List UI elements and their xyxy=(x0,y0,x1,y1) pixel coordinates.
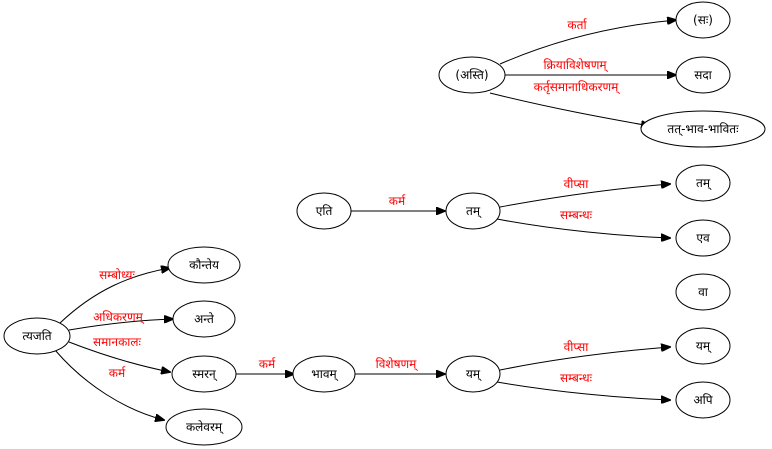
node-label: (अस्ति) xyxy=(455,68,488,82)
edge-line xyxy=(68,319,173,331)
node-label: यम् xyxy=(466,367,482,382)
node-tyajati: त्यजति xyxy=(3,317,71,355)
node-label: अपि xyxy=(693,393,712,407)
node-tam: तम् xyxy=(445,192,501,230)
edge-asti-tat: कर्तृसमानाधिकरणम् xyxy=(489,80,650,126)
edge-asti-sada: क्रियाविशेषणम् xyxy=(505,58,676,75)
edge-label-karta: कर्ता xyxy=(567,18,587,32)
edge-tyajati-kaunteya: सम्बोध्यः xyxy=(59,268,170,324)
edge-label-kartrsamanadhikaranam: कर्तृसमानाधिकरणम् xyxy=(534,80,621,95)
edge-tam-eva: सम्बन्धः xyxy=(496,208,670,238)
edge-tyajati-smaran: समानकालः xyxy=(68,335,170,372)
node-label: (सः) xyxy=(693,13,713,27)
edge-line xyxy=(499,20,676,65)
edge-yam-yam2: वीप्सा xyxy=(499,340,670,371)
edge-label-vipsa: वीप्सा xyxy=(564,177,590,191)
node-label: एव xyxy=(696,231,710,245)
node-label: यम् xyxy=(696,339,712,354)
edge-label-samanakalah: समानकालः xyxy=(93,335,142,349)
node-eti: एति xyxy=(296,192,352,230)
node-label: तत्-भाव-भावितः xyxy=(667,122,739,137)
edge-line xyxy=(68,341,170,372)
node-smaran: स्मरन् xyxy=(171,355,237,393)
node-label: कलेवरम् xyxy=(186,420,224,435)
edge-line xyxy=(59,268,170,324)
node-label: तम् xyxy=(696,176,712,191)
node-kalevaram: कलेवरम् xyxy=(165,408,243,446)
edge-tyajati-ante: अधिकरणम् xyxy=(68,310,173,331)
node-label: त्यजति xyxy=(22,329,52,343)
edge-yam-api: सम्बन्धः xyxy=(496,371,670,400)
node-label: कौन्तेय xyxy=(189,258,220,272)
edge-eti-tam: कर्म xyxy=(350,194,445,211)
node-tam-2: तम् xyxy=(675,164,731,202)
node-yam-2: यम् xyxy=(675,327,731,365)
node-label: अन्ते xyxy=(194,312,215,326)
edge-label-sambandhah: सम्बन्धः xyxy=(560,208,593,222)
edge-line xyxy=(496,381,670,400)
edge-label-karma: कर्म xyxy=(259,357,276,371)
node-sada: सदा xyxy=(675,56,731,94)
edge-line xyxy=(496,218,670,238)
node-kaunteya: कौन्तेय xyxy=(167,246,241,284)
node-label: तम् xyxy=(466,204,482,219)
edge-tyajati-kalevaram: कर्म xyxy=(54,349,164,420)
edge-label-visheshanam: विशेषणम् xyxy=(376,357,419,372)
node-label: वा xyxy=(698,285,709,299)
node-sah: (सः) xyxy=(675,1,731,39)
edge-label-sambodhyah: सम्बोध्यः xyxy=(99,268,135,282)
edge-label-sambandhah: सम्बन्धः xyxy=(560,371,593,385)
edge-bhavam-yam: विशेषणम् xyxy=(355,357,445,374)
edge-label-karma: कर्म xyxy=(389,194,406,208)
node-tat-bhava-bhavitah: तत्-भाव-भावितः xyxy=(640,110,766,148)
node-label: सदा xyxy=(694,68,712,82)
edges: कर्ता क्रियाविशेषणम् कर्तृसमानाधिकरणम् क… xyxy=(54,18,676,420)
node-bhavam: भावम् xyxy=(292,355,356,393)
edge-line xyxy=(499,184,670,208)
node-asti: (अस्ति) xyxy=(438,56,506,94)
node-eva: एव xyxy=(675,219,731,257)
edge-line xyxy=(499,347,670,371)
edge-line xyxy=(54,349,164,420)
nodes: (अस्ति) (सः) सदा तत्-भाव-भावितः एति तम् … xyxy=(3,1,766,446)
edge-asti-sah: कर्ता xyxy=(499,18,676,65)
edge-line xyxy=(489,92,650,126)
edge-label-vipsa: वीप्सा xyxy=(564,340,590,354)
node-ante: अन्ते xyxy=(172,300,236,338)
edge-tam-tam2: वीप्सा xyxy=(499,177,670,208)
node-label: स्मरन् xyxy=(192,367,217,382)
node-api: अपि xyxy=(675,381,731,419)
edge-label-kriyavisheshanam: क्रियाविशेषणम् xyxy=(543,58,608,73)
node-va: वा xyxy=(675,273,731,311)
node-yam: यम् xyxy=(445,355,501,393)
node-label: भावम् xyxy=(311,367,338,382)
edge-label-adhikaranam: अधिकरणम् xyxy=(93,310,145,325)
edge-label-karma: कर्म xyxy=(109,366,126,380)
node-label: एति xyxy=(316,204,334,218)
edge-smaran-bhavam: कर्म xyxy=(230,357,294,374)
